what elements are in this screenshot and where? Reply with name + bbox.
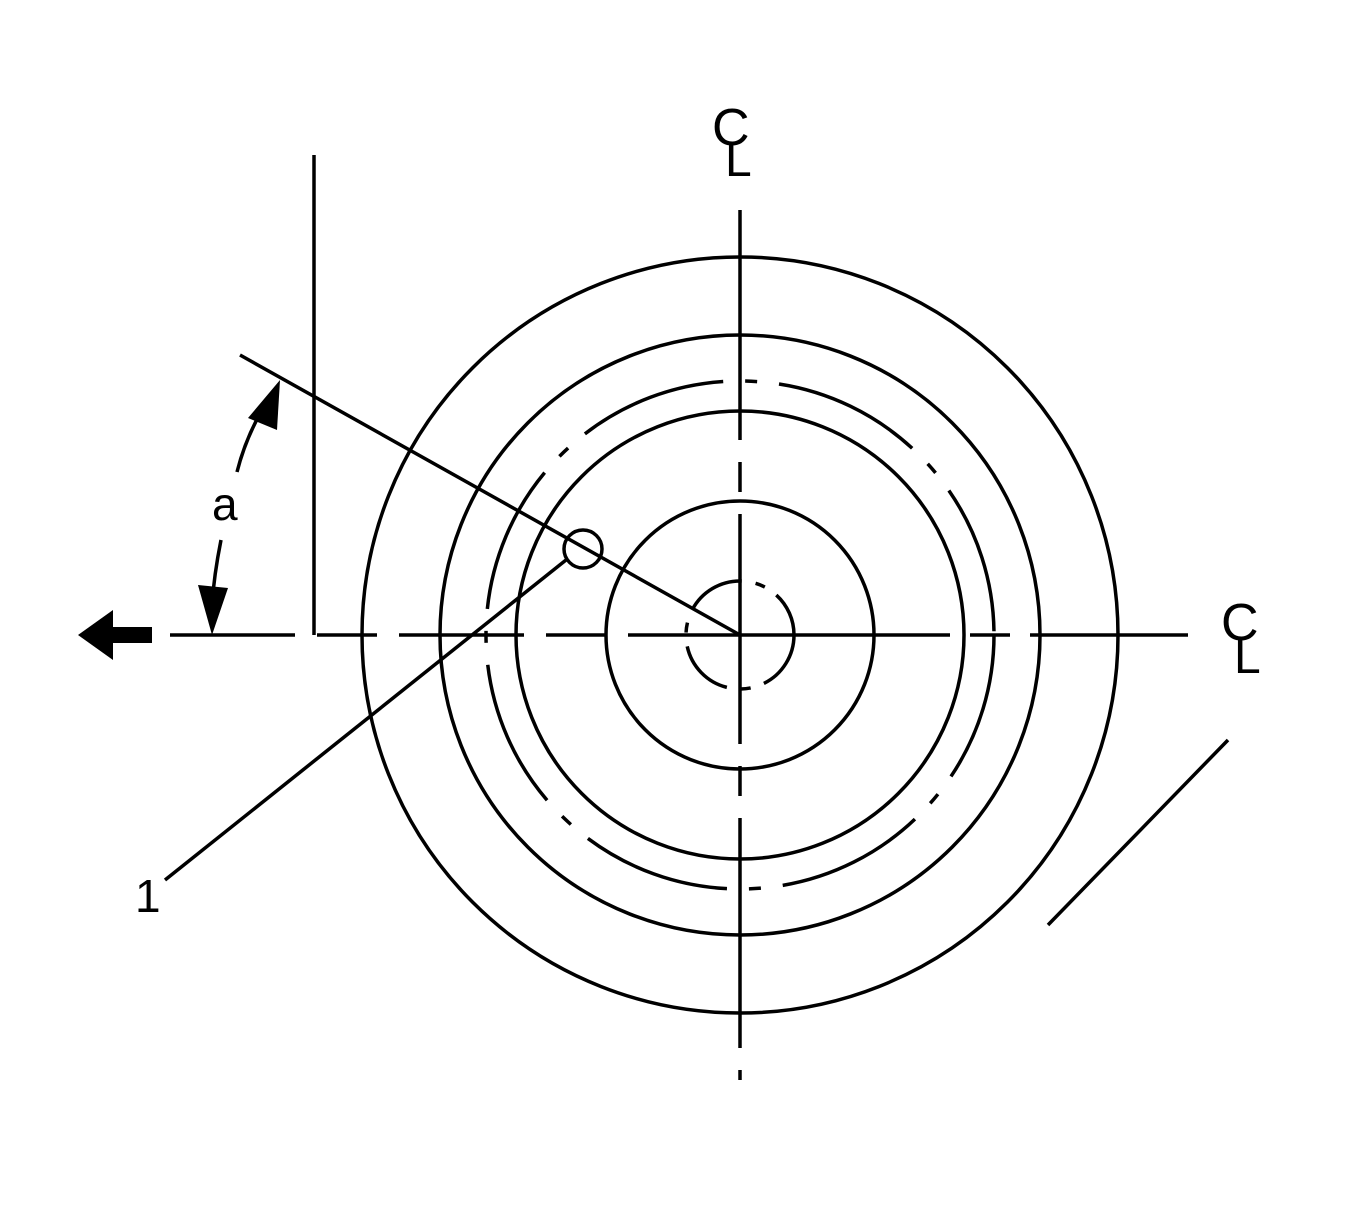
centerline-l-top: L (725, 134, 752, 187)
centerline-l-right: L (1234, 631, 1261, 684)
angled-reference-line (239, 353, 741, 637)
arrowhead-icon (198, 585, 228, 635)
arrow-left-icon (78, 610, 152, 660)
arrowhead-icon (248, 380, 280, 430)
centerline-c-right: C (1221, 594, 1259, 652)
centerline-symbol-top: C L (712, 99, 752, 187)
callout-number-1: 1 (135, 870, 161, 922)
centerline-symbol-right: C L (1221, 594, 1261, 684)
callout-leader-line (163, 558, 568, 882)
centerline-c-top: C (712, 99, 750, 157)
angle-label: a (212, 478, 238, 530)
angle-dimension (198, 380, 280, 635)
lower-right-edge-line (1046, 738, 1230, 927)
locating-hole-marker (562, 528, 604, 570)
